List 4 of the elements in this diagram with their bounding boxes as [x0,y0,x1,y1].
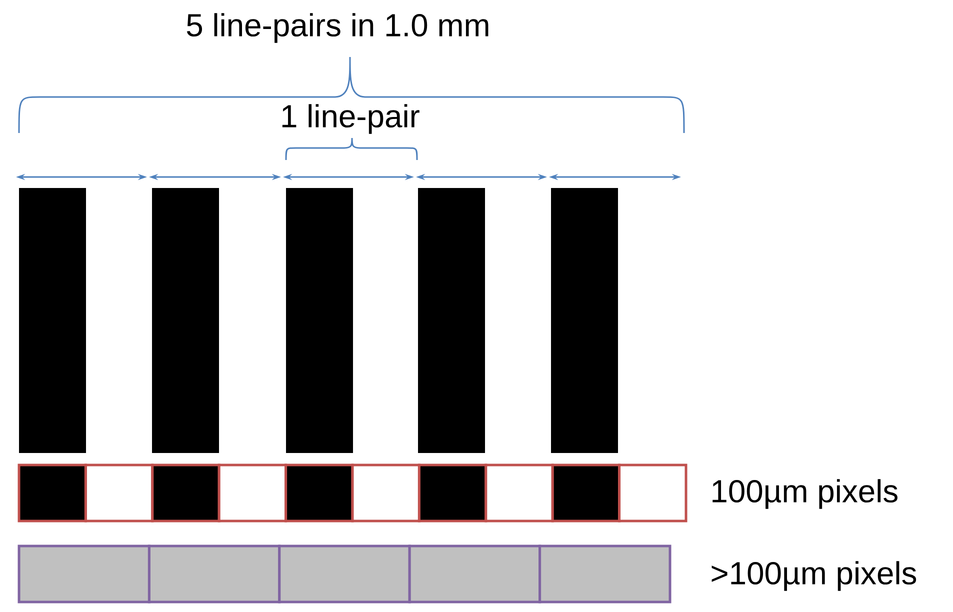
dimension-label: 5 line-pairs in 1.0 mm [186,13,488,43]
dimension-label: 1 line-pair [282,104,420,134]
strip-label: 100µm pixels [712,479,898,509]
strip-label: >100µm pixels [712,561,916,591]
